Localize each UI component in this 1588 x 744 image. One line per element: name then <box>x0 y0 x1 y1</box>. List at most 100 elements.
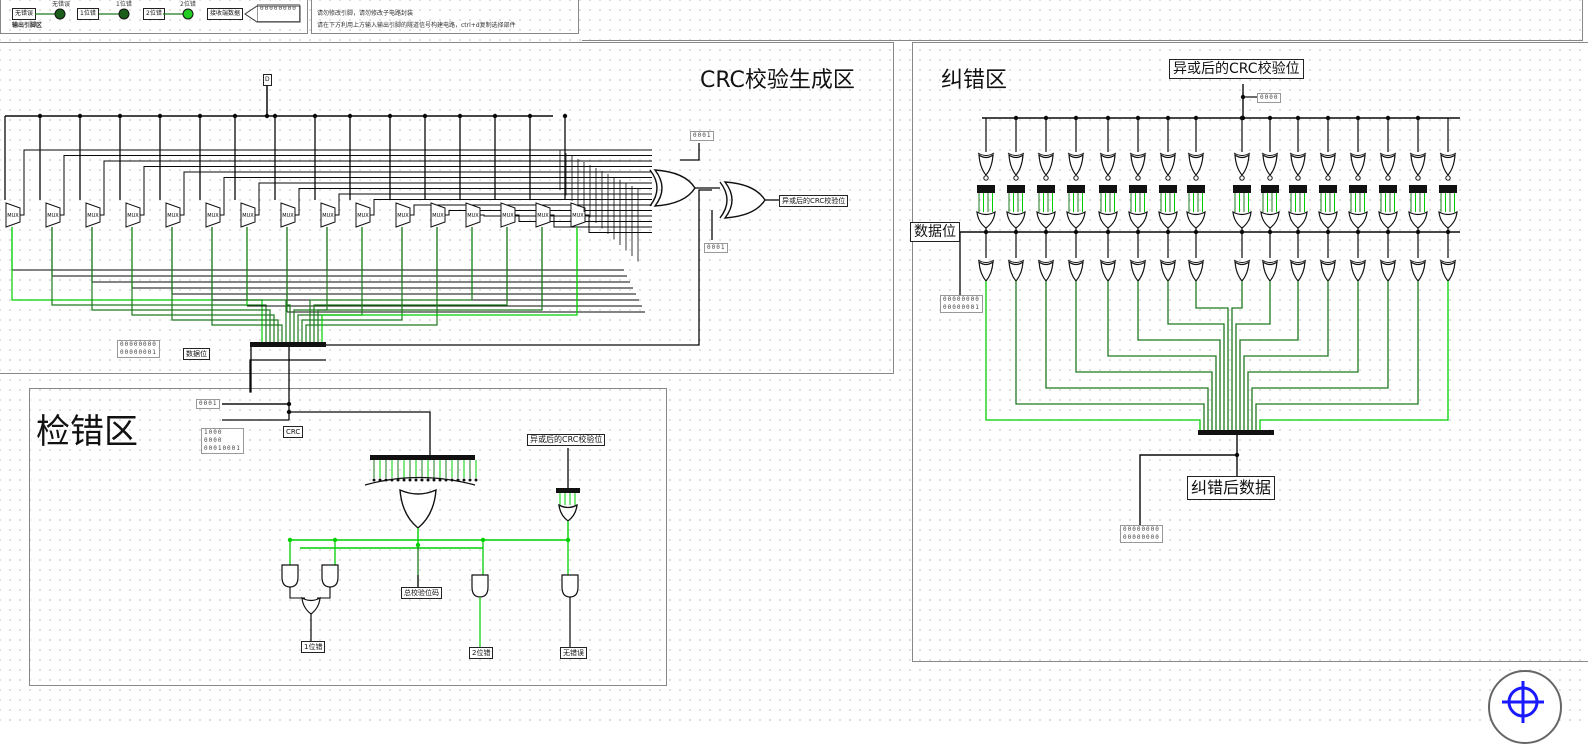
crc-bus-wire <box>309 227 473 342</box>
correct-xor-gate <box>1290 260 1306 282</box>
correct-xnor-bubble <box>1267 175 1273 181</box>
crosshair-icon <box>1502 681 1544 723</box>
correct-xnor-gate <box>1262 153 1278 176</box>
crc-probe-bottom[interactable]: 0001 <box>704 243 729 253</box>
note-line-1: 请勿修改引脚，请勿修改子电路封装 <box>317 10 414 17</box>
error-detect-region <box>29 388 667 686</box>
correct-xor-gate <box>1008 260 1024 282</box>
detect-probe-a[interactable]: 0001 <box>196 399 221 409</box>
correct-xnor-back <box>1319 152 1337 156</box>
detect-bit-node <box>408 478 412 482</box>
crc-mux-output <box>220 177 652 216</box>
detect-splitter <box>370 455 475 460</box>
crc-mux-label: MUX <box>467 213 479 219</box>
correct-xor-back <box>1129 259 1147 263</box>
correct-out-wire <box>1255 281 1419 430</box>
correct-xnor-bubble <box>1325 175 1331 181</box>
detect-and-gate-4 <box>561 574 579 598</box>
crc-bus-return <box>326 189 712 346</box>
crc-bus-wire <box>91 227 271 342</box>
crc-bus-wire <box>211 227 283 342</box>
correct-xnor-back <box>1261 152 1279 156</box>
wire-junction <box>1325 115 1331 121</box>
correct-xor-gate <box>1130 260 1146 282</box>
correct-data-bits-label[interactable]: 数据位 <box>910 222 960 242</box>
crc-mux <box>320 202 336 228</box>
correct-xor-back <box>1409 259 1427 263</box>
locate-button[interactable] <box>1488 670 1562 744</box>
correct-splitter <box>1349 185 1367 193</box>
detect-crc-tunnel[interactable]: CRC <box>283 426 304 438</box>
correct-xor-back <box>977 259 995 263</box>
wire-junction <box>1385 115 1391 121</box>
correct-probe-bottom[interactable]: 00000000 00000000 <box>1120 525 1163 543</box>
correct-xnor-gate <box>1320 153 1336 176</box>
circuit-canvas[interactable] <box>0 0 1588 727</box>
correct-xnor-gate <box>1188 153 1204 176</box>
crc-mux-label: MUX <box>322 213 334 219</box>
correct-xnor-back <box>1439 152 1457 156</box>
correct-xor-gate <box>1410 260 1426 282</box>
wire-junction <box>117 113 123 119</box>
correct-and-gate <box>976 210 996 229</box>
no-error-pin[interactable]: 无错误 <box>560 647 587 659</box>
detect-bit-node <box>402 478 406 482</box>
correct-probe-left[interactable]: 00000000 00000001 <box>940 295 983 313</box>
detect-xor-crc-label[interactable]: 异或后的CRC校验位 <box>527 434 606 446</box>
correct-xnor-gate <box>1100 153 1116 176</box>
correct-xnor-bubble <box>1105 175 1111 181</box>
error-correct-region <box>912 42 1588 662</box>
correct-splitter <box>1129 185 1147 193</box>
correct-xor-gate <box>1262 260 1278 282</box>
correct-xnor-bubble <box>1043 175 1049 181</box>
crc-probe-top[interactable]: 0001 <box>690 131 715 141</box>
detect-probe-b[interactable]: 1000 0000 00010001 <box>201 428 244 454</box>
detect-gate-wire <box>317 587 331 599</box>
correct-xnor-back <box>1037 152 1055 156</box>
one-bit-error-pin[interactable]: 1位错 <box>301 641 326 653</box>
correct-xnor-back <box>977 152 995 156</box>
wire-junction <box>347 113 353 119</box>
crc-bus-wire <box>11 227 263 342</box>
crc-data-bits-label[interactable]: 数据位 <box>183 348 210 360</box>
top-data-tunnel[interactable]: D <box>263 74 272 86</box>
total-check-bit-pin[interactable]: 总校验位码 <box>401 587 442 599</box>
correct-xor-back <box>1233 259 1251 263</box>
correct-xnor-back <box>1099 152 1117 156</box>
corrected-data-label[interactable]: 纠错后数据 <box>1187 476 1276 500</box>
crc-mux <box>395 202 411 228</box>
top-right-panel <box>582 0 1583 41</box>
crc-bus-wire <box>321 227 578 342</box>
crc-probe-wire <box>680 143 700 161</box>
wire-junction <box>1165 115 1171 121</box>
crc-mux-label: MUX <box>87 213 99 219</box>
crc-mux <box>465 202 481 228</box>
detect-small-or <box>558 503 578 522</box>
correct-out-wire <box>1251 281 1389 430</box>
legend-label-1bit: 1位错 <box>77 8 99 20</box>
correct-xnor-bubble <box>1445 175 1451 181</box>
correct-xnor-gate <box>1350 153 1366 176</box>
correct-out-wire <box>1243 281 1329 430</box>
legend-led-title-no-error: 无错误 <box>52 1 71 8</box>
detect-or-gate <box>399 488 437 529</box>
crc-generation-title: CRC校验生成区 <box>700 68 855 93</box>
crc-mux-output <box>550 214 652 228</box>
correct-xor-crc-label[interactable]: 异或后的CRC校验位 <box>1169 59 1304 79</box>
crc-xor-gate-2-back <box>719 181 728 219</box>
correct-out-wire <box>1235 281 1271 430</box>
detect-bit-node <box>372 478 376 482</box>
correct-probe-top[interactable]: 0000 <box>1257 93 1282 103</box>
crc-xor-output-label[interactable]: 异或后的CRC校验位 <box>779 195 849 207</box>
correct-xnor-back <box>1349 152 1367 156</box>
correct-xnor-gate <box>1038 153 1054 176</box>
wire-junction <box>312 113 318 119</box>
crc-probe-left[interactable]: 00000000 00000001 <box>117 340 160 358</box>
wire-junction <box>565 537 571 543</box>
correct-and-gate <box>1128 210 1148 229</box>
crc-mux <box>240 202 256 228</box>
correct-out-wire <box>1167 281 1225 430</box>
correct-out-wire <box>985 281 1201 430</box>
two-bit-error-pin[interactable]: 2位错 <box>469 647 494 659</box>
